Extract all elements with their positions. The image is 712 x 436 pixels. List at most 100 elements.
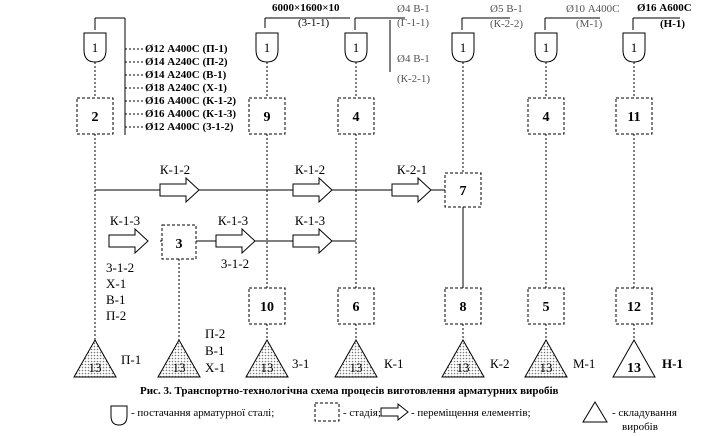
stage-4b: 4	[527, 97, 565, 135]
wire-code-a: (Г-1-1)	[397, 17, 429, 29]
svg-text:В-1: В-1	[106, 292, 126, 307]
stage-2: 2	[76, 97, 114, 135]
rod-label-d: Ø10 А400С	[566, 3, 619, 15]
supply-node-3: 1	[344, 32, 368, 63]
svg-text:13: 13	[457, 360, 470, 375]
svg-text:10: 10	[260, 300, 274, 315]
svg-text:3: 3	[176, 237, 183, 252]
legend: - постачання арматурної сталі; - стадія;…	[110, 401, 677, 433]
svg-text:виробів: виробів	[622, 421, 658, 433]
wire-label-a: Ø4 В-1	[397, 3, 430, 15]
stock-item: Ø16 А400С (К-1-3)	[145, 108, 236, 120]
rod-label-e: Ø16 А600С	[637, 2, 692, 14]
svg-text:- складування: - складування	[612, 407, 677, 419]
supply-node-5: 1	[534, 32, 558, 63]
svg-text:13: 13	[173, 360, 186, 375]
wire-label-c: Ø5 В-1	[490, 3, 523, 15]
stage-11: 11	[615, 97, 653, 135]
sheet-code-label: (3-1-1)	[298, 17, 329, 29]
side-list-mid: П-2 В-1 Х-1	[205, 326, 225, 375]
svg-text:К-1-3: К-1-3	[295, 213, 325, 228]
stage-12: 12	[615, 287, 653, 325]
svg-text:К-1-2: К-1-2	[295, 162, 325, 177]
svg-text:П-2: П-2	[106, 308, 126, 323]
figure-caption: Рис. 3. Транспортно-технологічна схема п…	[140, 385, 559, 397]
move-arrow-2: К-1-2	[292, 162, 333, 204]
stock-item: Ø18 А240С (Х-1)	[145, 82, 227, 94]
storage-3: 13 3-1	[245, 338, 309, 378]
supply-node-2: 1	[255, 32, 279, 63]
stage-10: 10	[248, 287, 286, 325]
move-arrow-6: К-1-3	[292, 213, 333, 255]
stage-7: 7	[444, 172, 482, 208]
svg-text:1: 1	[353, 40, 360, 55]
stage-6: 6	[337, 287, 375, 325]
move-arrow-4: К-1-3	[108, 213, 149, 255]
svg-text:Н-1: Н-1	[662, 356, 683, 371]
stock-item: Ø14 А240С (П-2)	[145, 56, 228, 68]
wire-code-b: (К-2-1)	[397, 73, 430, 85]
svg-text:8: 8	[460, 300, 467, 315]
svg-text:5: 5	[543, 300, 550, 315]
stock-item: Ø16 А400С (К-1-2)	[145, 95, 236, 107]
stage-5: 5	[527, 287, 565, 325]
svg-text:- стадія;: - стадія;	[343, 407, 381, 419]
stage-9: 9	[248, 97, 286, 135]
svg-text:2: 2	[92, 110, 99, 125]
rod-code-e: (Н-1)	[660, 18, 685, 30]
legend-supply: - постачання арматурної сталі;	[110, 405, 274, 426]
rod-code-d: (М-1)	[576, 18, 603, 30]
svg-text:1: 1	[264, 40, 271, 55]
svg-text:9: 9	[264, 110, 271, 125]
svg-text:К-1-3: К-1-3	[110, 213, 140, 228]
svg-text:13: 13	[261, 360, 274, 375]
sheet-size-label: 6000×1600×10	[272, 2, 340, 14]
svg-text:6: 6	[353, 300, 360, 315]
svg-text:13: 13	[89, 360, 102, 375]
svg-text:4: 4	[543, 110, 550, 125]
svg-text:К-2: К-2	[490, 356, 510, 371]
legend-move: - переміщення елементів;	[380, 402, 531, 422]
svg-text:Х-1: Х-1	[205, 360, 225, 375]
storage-5: 13 К-2	[441, 338, 510, 378]
stock-item: Ø14 А240С (В-1)	[145, 69, 227, 81]
svg-text:3-1: 3-1	[292, 356, 309, 371]
svg-text:1: 1	[631, 40, 638, 55]
svg-text:К-1-3: К-1-3	[218, 213, 248, 228]
move-arrow-3: К-2-1	[391, 162, 432, 204]
legend-store: - складування виробів	[582, 401, 677, 433]
stage-3: 3	[161, 224, 197, 260]
svg-text:К-1: К-1	[384, 356, 404, 371]
storage-1: 13 П-1	[73, 338, 141, 378]
svg-text:П-2: П-2	[205, 326, 225, 341]
stage-4a: 4	[337, 97, 375, 135]
svg-text:1: 1	[92, 40, 99, 55]
svg-text:7: 7	[460, 184, 467, 199]
svg-text:П-1: П-1	[121, 352, 141, 367]
side-list-left: 3-1-2 Х-1 В-1 П-2	[106, 260, 134, 323]
storage-2: 13	[157, 338, 201, 378]
svg-text:1: 1	[460, 40, 467, 55]
stock-item: Ø12 А400С (П-1)	[145, 43, 228, 55]
svg-text:М-1: М-1	[573, 356, 595, 371]
svg-text:3-1-2: 3-1-2	[106, 260, 134, 275]
svg-text:13: 13	[627, 361, 641, 376]
supply-node-6: 1	[622, 32, 646, 63]
wire-code-c: (К-2-2)	[490, 18, 523, 30]
svg-text:К-1-2: К-1-2	[160, 162, 190, 177]
svg-text:12: 12	[627, 300, 641, 315]
storage-4: 13 К-1	[334, 338, 404, 378]
svg-text:3-1-2: 3-1-2	[221, 256, 249, 271]
svg-text:11: 11	[627, 110, 640, 125]
svg-text:В-1: В-1	[205, 343, 225, 358]
storage-6: 13 М-1	[524, 338, 595, 378]
svg-text:4: 4	[353, 110, 360, 125]
svg-text:13: 13	[350, 360, 363, 375]
storage-7: 13 Н-1	[612, 338, 683, 378]
move-arrow-5: К-1-3 3-1-2	[215, 213, 256, 271]
svg-text:- переміщення елементів;: - переміщення елементів;	[411, 407, 531, 419]
stock-list: Ø12 А400С (П-1) Ø14 А240С (П-2) Ø14 А240…	[125, 43, 236, 133]
move-arrow-1: К-1-2	[159, 162, 200, 204]
supply-node-4: 1	[451, 32, 475, 63]
